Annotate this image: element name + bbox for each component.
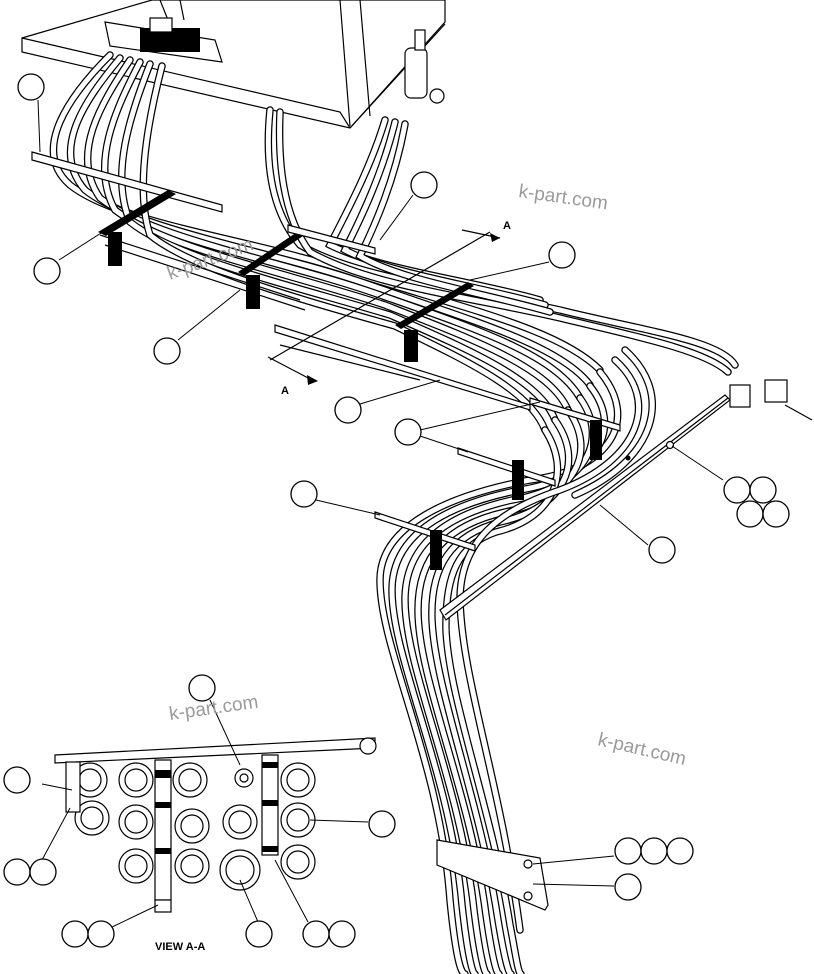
hose-bore bbox=[239, 773, 249, 783]
callout-c16b bbox=[29, 858, 57, 886]
hose-bore bbox=[228, 810, 252, 834]
callout-c7 bbox=[394, 418, 422, 446]
callout-c5 bbox=[548, 241, 576, 269]
hose-bore bbox=[180, 854, 204, 878]
section-label-top: A bbox=[503, 220, 511, 232]
hose-bore bbox=[286, 850, 310, 874]
hose-bore bbox=[124, 854, 148, 878]
callout-c10 bbox=[648, 536, 676, 564]
callout-c16a bbox=[3, 858, 31, 886]
callout-c12c bbox=[614, 873, 642, 901]
callout-c8 bbox=[290, 480, 318, 508]
hose-bore bbox=[178, 768, 202, 792]
callout-c6 bbox=[334, 396, 362, 424]
callout-c4 bbox=[410, 171, 438, 199]
hose-bore bbox=[80, 806, 104, 830]
watermark-3: k-part.com bbox=[168, 692, 260, 725]
callout-c19b bbox=[87, 920, 115, 948]
watermark-4: k-part.com bbox=[596, 729, 688, 770]
callout-c9b bbox=[749, 476, 777, 504]
callout-leaders bbox=[37, 99, 724, 929]
callout-bubbles bbox=[3, 73, 790, 948]
hose-bore bbox=[180, 814, 204, 838]
control-box bbox=[21, 0, 446, 129]
callout-c18a bbox=[302, 920, 330, 948]
callout-c19a bbox=[61, 920, 89, 948]
callout-c9a bbox=[723, 476, 751, 504]
callout-c9d bbox=[762, 500, 790, 528]
callout-c17 bbox=[245, 920, 273, 948]
hose-bore bbox=[286, 808, 310, 832]
mounting-rails bbox=[31, 151, 813, 911]
callout-c12b bbox=[666, 837, 694, 865]
hose-bore bbox=[78, 768, 102, 792]
view-a-a-detail: VIEW A-A bbox=[54, 737, 377, 953]
watermark-1: k-part.com bbox=[517, 181, 609, 214]
hose-bore bbox=[286, 768, 310, 792]
hose-bore bbox=[124, 810, 148, 834]
callout-c1 bbox=[17, 73, 45, 101]
callout-c15 bbox=[368, 810, 396, 838]
callout-c9c bbox=[736, 500, 764, 528]
callout-c2 bbox=[33, 257, 61, 285]
section-markers: A A bbox=[267, 220, 511, 397]
section-label-bottom: A bbox=[281, 385, 289, 397]
hose-bore bbox=[225, 855, 255, 885]
callout-c14 bbox=[3, 766, 31, 794]
hose-bore bbox=[124, 768, 148, 792]
callout-c11 bbox=[614, 837, 642, 865]
callout-c12a bbox=[640, 837, 668, 865]
callout-c3 bbox=[153, 337, 181, 365]
callout-c18b bbox=[328, 920, 356, 948]
view-title: VIEW A-A bbox=[155, 941, 205, 953]
callout-c13 bbox=[188, 674, 216, 702]
